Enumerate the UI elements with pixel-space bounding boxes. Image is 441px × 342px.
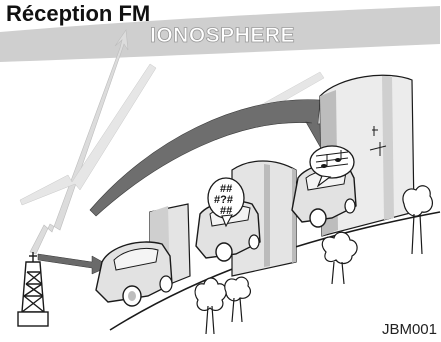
tree-far-right [403,186,433,254]
radio-tower-icon [18,252,48,326]
diagram-title: Réception FM [6,0,150,28]
direct-wave-arrow-low [38,254,110,274]
car-1 [96,242,172,306]
tree-front-left [195,278,226,334]
sky-wave-ray-up [30,30,128,254]
ionosphere-label: IONOSPHERE [150,24,295,47]
tree-right-cluster [322,232,357,284]
reference-code: JBM001 [382,321,437,338]
noise-glyph-3: ## [220,205,232,217]
tree-front-middle [225,277,251,322]
